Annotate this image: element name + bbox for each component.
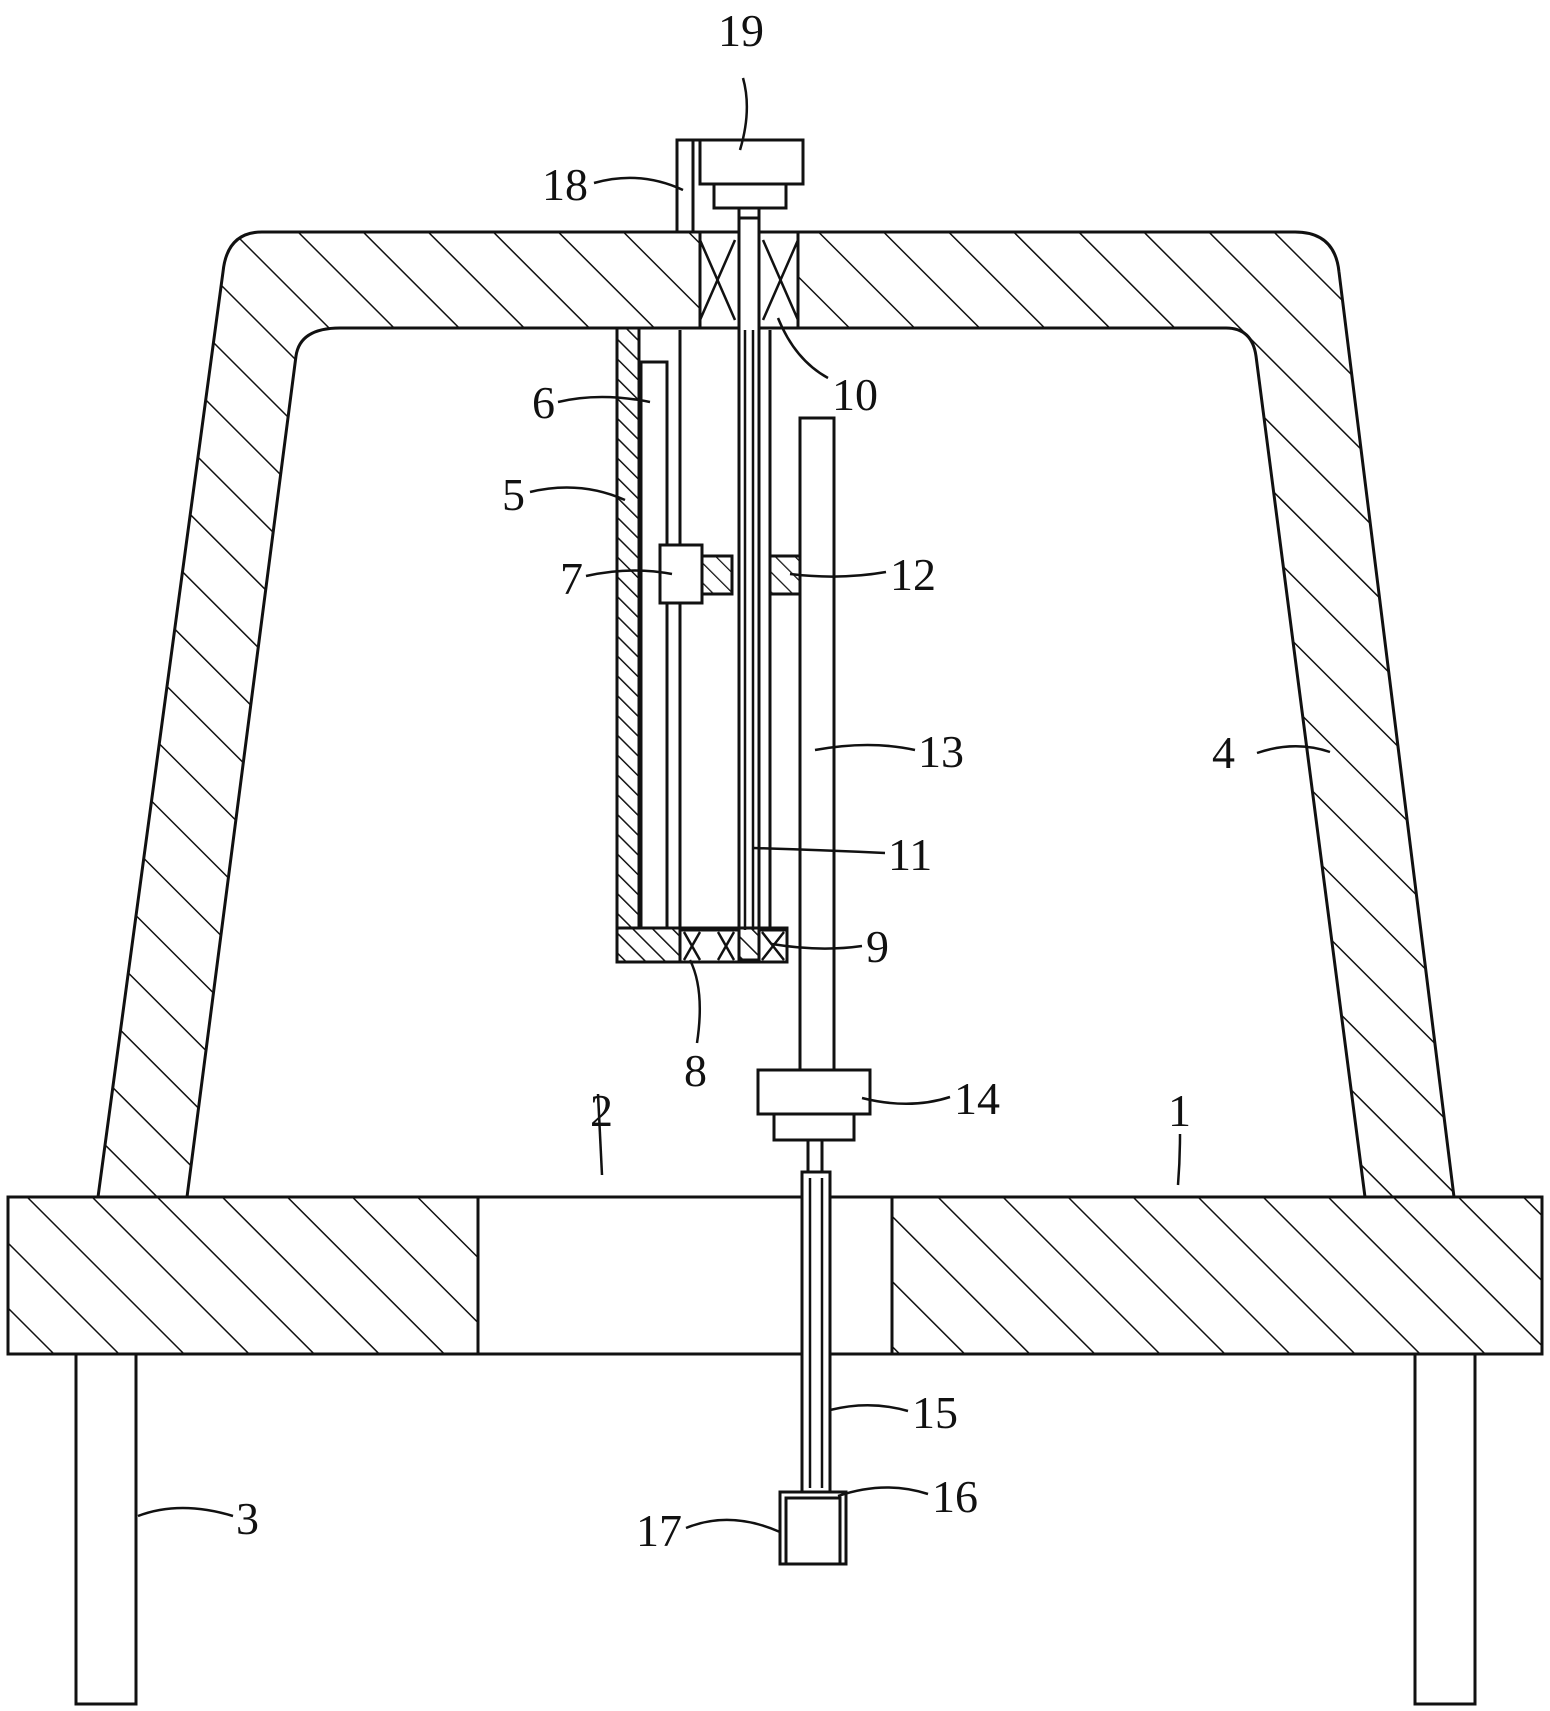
label-3: 3	[236, 1493, 259, 1544]
label-15: 15	[912, 1387, 958, 1438]
label-12: 12	[890, 549, 936, 600]
telescopic-rod	[800, 1170, 832, 1494]
label-18: 18	[542, 159, 588, 210]
label-19: 19	[718, 5, 764, 56]
label-11: 11	[888, 829, 932, 880]
lower-motor	[756, 1068, 872, 1174]
lower-bearing	[678, 928, 789, 964]
label-5: 5	[502, 469, 525, 520]
label-13: 13	[918, 726, 964, 777]
leader-lines	[137, 77, 1331, 1534]
label-9: 9	[866, 921, 889, 972]
label-7: 7	[560, 553, 583, 604]
reference-numerals: 19 18 10 6 5 7 12 13 4 11 9 8 14 2 1 15 …	[236, 5, 1235, 1556]
label-14: 14	[954, 1073, 1000, 1124]
nut-block-left	[700, 554, 734, 596]
label-10: 10	[832, 369, 878, 420]
housing-shell	[96, 230, 1456, 1199]
label-17: 17	[636, 1505, 682, 1556]
label-1: 1	[1168, 1085, 1191, 1136]
slide-rail	[639, 360, 669, 930]
label-16: 16	[932, 1471, 978, 1522]
right-leg	[1413, 1352, 1477, 1706]
label-4: 4	[1212, 727, 1235, 778]
motor-bracket	[675, 138, 700, 234]
vertical-rod	[798, 416, 836, 1072]
label-2: 2	[590, 1085, 613, 1136]
label-6: 6	[532, 377, 555, 428]
left-leg	[74, 1352, 138, 1706]
base-plate	[6, 1195, 1544, 1356]
label-8: 8	[684, 1045, 707, 1096]
cup-holder	[778, 1490, 848, 1566]
